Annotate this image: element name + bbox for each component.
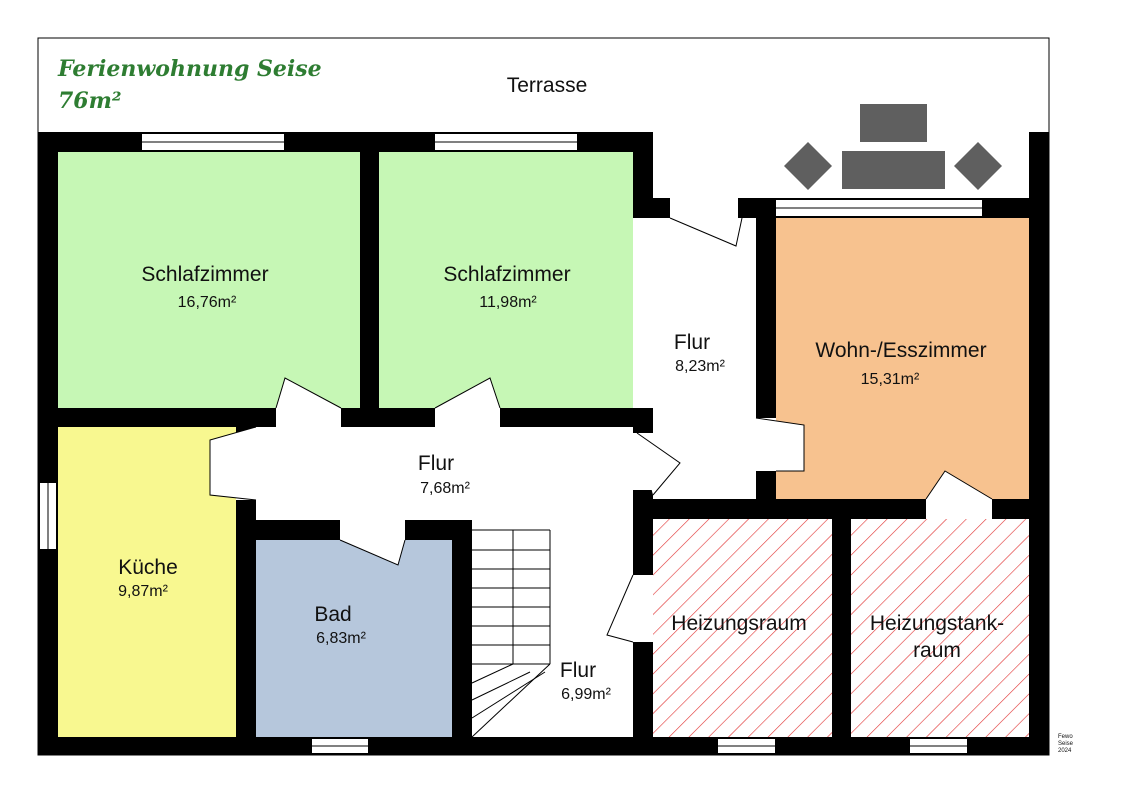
room-area-flur-1: 8,23m²	[675, 358, 725, 375]
room-area-flur-3: 6,99m²	[561, 686, 611, 703]
room-name-wohnzimmer: Wohn-/Esszimmer	[815, 339, 986, 362]
terrace-furniture	[784, 104, 1002, 190]
room-area-wohnzimmer: 15,31m²	[861, 371, 920, 388]
room-name-heizungsraum: Heizungsraum	[671, 612, 806, 635]
room-name-bad: Bad	[314, 603, 351, 626]
room-name-flur-3: Flur	[560, 659, 596, 682]
door-swings	[209, 217, 993, 643]
plan-total-area: 76m²	[58, 88, 122, 114]
room-fill-wohnzimmer	[776, 218, 1029, 499]
room-fill-schlafzimmer-2	[379, 152, 633, 408]
room-fill-heizungstankraum	[851, 519, 1029, 737]
staircase	[471, 529, 551, 738]
room-fill-schlafzimmer-1	[58, 152, 360, 408]
plan-title: Ferienwohnung Seise	[57, 56, 322, 82]
room-name-heizungstankraum-line2: raum	[913, 639, 961, 662]
terrace-label: Terrasse	[507, 74, 588, 97]
room-name-flur-2: Flur	[418, 452, 454, 475]
room-area-schlafzimmer-1: 16,76m²	[178, 294, 237, 311]
room-name-flur-1: Flur	[674, 331, 710, 354]
room-name-schlafzimmer-2: Schlafzimmer	[443, 263, 570, 286]
room-area-bad: 6,83m²	[316, 630, 366, 647]
room-fill-heizungsraum	[653, 519, 832, 737]
room-area-schlafzimmer-2: 11,98m²	[479, 294, 537, 311]
room-name-heizungstankraum: Heizungstank-	[870, 612, 1004, 635]
credit-line-2: Seise	[1058, 741, 1074, 747]
window-lines	[47, 141, 982, 747]
room-area-flur-2: 7,68m²	[420, 480, 470, 497]
credit-line-1: Fewo	[1058, 734, 1073, 740]
room-area-kueche: 9,87m²	[118, 583, 168, 600]
credit-line-3: 2024	[1058, 748, 1072, 754]
room-name-kueche: Küche	[118, 556, 178, 579]
room-fill-kueche	[58, 427, 236, 737]
room-fill-bad	[256, 540, 452, 737]
room-name-schlafzimmer-1: Schlafzimmer	[141, 263, 268, 286]
